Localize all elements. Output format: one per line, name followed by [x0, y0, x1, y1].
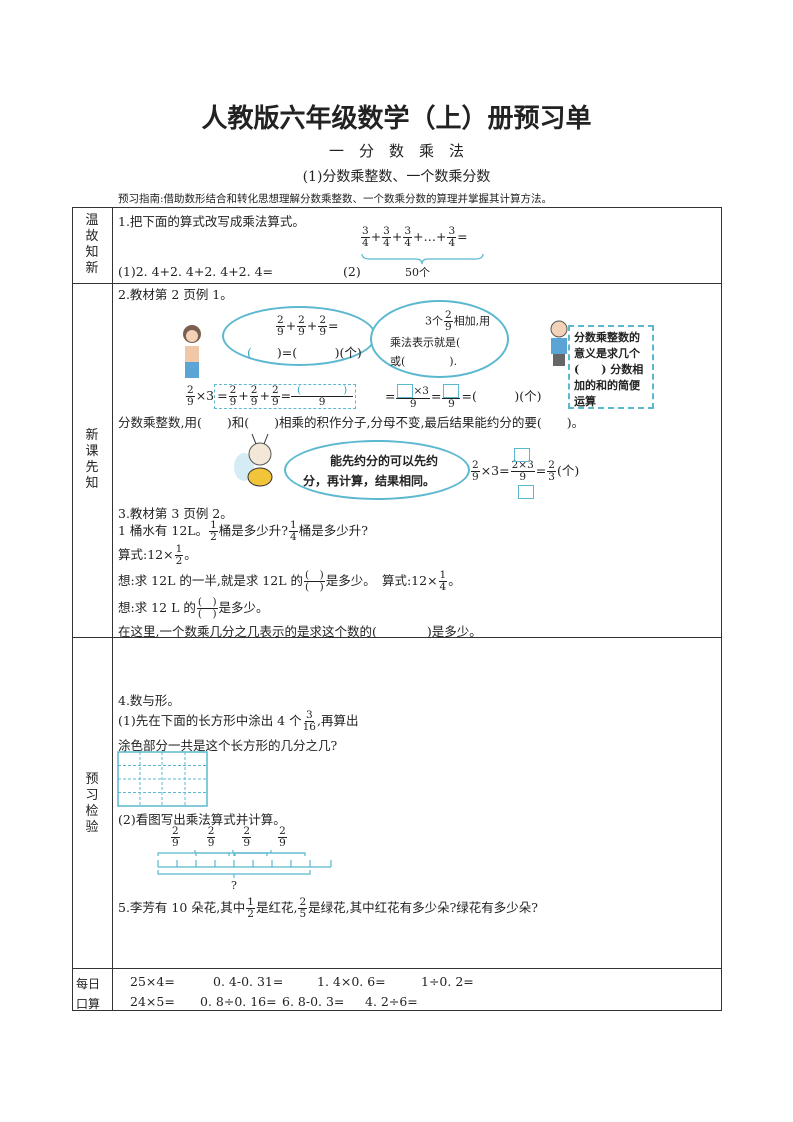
column-divider	[112, 207, 113, 1011]
question-1-part-1: (1)2. 4+2. 4+2. 4+2. 4=	[118, 264, 274, 279]
lesson-title: (1)分数乘整数、一个数乘分数	[302, 169, 491, 185]
cloud-blank-row: ( )=( )(个)	[247, 345, 362, 360]
girl-illustration-icon	[183, 325, 201, 378]
brace-icon	[361, 253, 484, 265]
bee-tip-line-1: 能先约分的可以先约	[330, 454, 439, 468]
question-3: 3.教材第 3 页例 2。	[118, 506, 233, 521]
row-divider	[72, 968, 722, 969]
speech-cloud	[370, 300, 509, 378]
question-2: 2.教材第 2 页例 1。	[118, 287, 233, 302]
cloud-2-line-2: 乘法表示就是(	[390, 336, 461, 349]
study-guide: 预习指南:借助数形结合和转化思想理解分数乘整数、一个数乘分数的算理并掌握其计算方…	[118, 193, 553, 205]
blank-box[interactable]	[514, 448, 530, 462]
cloud-2-line-3: 或( ).	[390, 355, 458, 368]
speech-cloud	[222, 306, 376, 366]
blank-box[interactable]	[443, 384, 460, 398]
page-title: 人教版六年级数学（上）册预习单	[201, 104, 592, 134]
bee-tip-line-2: 分，再计算，结果相同。	[303, 474, 436, 488]
conclusion-sentence: 在这里,一个数乘几分之几表示的是求这个数的( )是多少。	[118, 624, 482, 639]
rule-sentence: 分数乘整数,用( )和( )相乘的积作分子,分母不变,最后结果能约分的要( )。	[118, 415, 585, 430]
speech-cloud	[284, 440, 470, 500]
section-label-daily: 每日口算	[76, 977, 101, 1011]
meaning-note-box: 分数乘整数的意义是求几个( ) 分数相加的和的简便运算	[568, 325, 654, 409]
question-4-part-2: (2)看图写出乘法算式并计算。	[118, 812, 286, 827]
row-divider	[72, 637, 722, 638]
question-1-part-2: (2)	[343, 264, 361, 279]
unit-title: 一 分 数 乘 法	[328, 142, 464, 160]
question-4: 4.数与形。	[118, 693, 180, 708]
daily-row-1: 25×4=0. 4-0. 31=1. 4×0. 6=1÷0. 2=	[130, 974, 474, 989]
section-label-review: 温故知新	[85, 213, 99, 276]
section-label-new: 新课先知	[85, 428, 99, 491]
rectangle-grid[interactable]	[117, 751, 209, 808]
segment-diagram	[157, 850, 332, 878]
row-divider	[72, 283, 722, 284]
blank-box[interactable]	[397, 384, 414, 398]
daily-row-2: 24×5=0. 8÷0. 16=6. 8-0. 3=4. 2÷6=	[130, 994, 418, 1009]
blank-box[interactable]	[518, 485, 534, 499]
think-quarter: 想:求 12 L 的( )( )是多少。	[118, 596, 269, 620]
question-4-part-1-cont: 涂色部分一共是这个长方形的几分之几?	[118, 738, 338, 753]
unknown-mark: ?	[231, 879, 237, 892]
boy-illustration-icon	[550, 320, 568, 366]
section-label-check: 预习检验	[85, 772, 99, 835]
table-frame	[72, 207, 722, 1011]
bee-illustration-icon	[234, 433, 273, 487]
count-label: 50个	[405, 266, 430, 279]
question-1: 1.把下面的算式改写成乘法算式。	[118, 214, 305, 229]
